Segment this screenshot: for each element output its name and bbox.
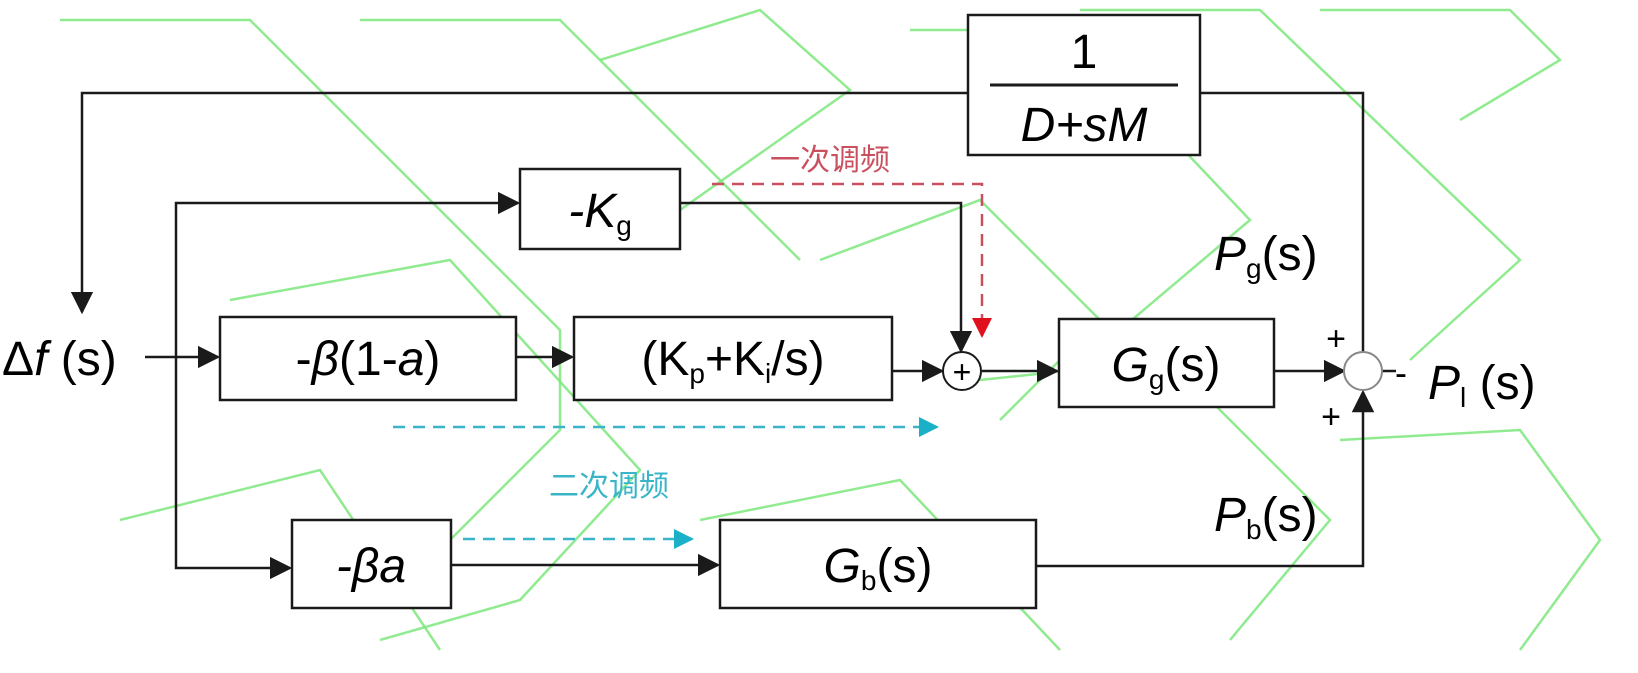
pb-signal-label: Pb(s) [1214,489,1318,545]
input-signal-label: Δf (s) [2,333,117,386]
primary-regulation-label: 一次调频 [770,143,890,178]
summing-junction-2-minus: - [1395,352,1407,393]
feedback-numerator: 1 [1071,26,1098,79]
beta-one-minus-a-label: -β(1-a) [296,333,441,386]
gb-label: Gb(s) [824,540,933,596]
primary-regulation-path [712,182,992,338]
kg-block [518,167,682,251]
pi-controller-block [572,315,894,402]
beta-a-block [290,518,453,610]
gb-block [718,518,1038,610]
kg-to-summer-arrow [680,201,973,354]
secondary-regulation-label: 二次调频 [549,469,669,504]
kg-label: -Kg [568,185,632,241]
watermark-pattern [60,8,1602,651]
feedback-path [70,91,1365,368]
summing-junction-2-plus-bottom: + [1321,398,1341,436]
summing-junction-1: + [942,351,982,391]
pl-signal-label: Pl (s) [1428,357,1536,413]
beta-a-label: -βa [336,540,406,593]
branch-to-beta-a [174,357,293,580]
gb-to-summer-arrow [1036,389,1375,568]
summing-junction-1-sign: + [953,354,972,390]
gg-label: Gg(s) [1112,339,1221,395]
summing-junction-2 [1343,351,1383,391]
feedback-denominator: D+sM [1021,99,1148,152]
beta-one-minus-a-block [218,315,518,402]
summing-junction-2-plus-top: + [1326,320,1346,358]
pi-controller-label: (Kp+Ki/s) [641,333,824,389]
pg-signal-label: Pg(s) [1214,228,1318,284]
branch-to-kg [174,191,521,357]
gg-block [1057,317,1276,409]
